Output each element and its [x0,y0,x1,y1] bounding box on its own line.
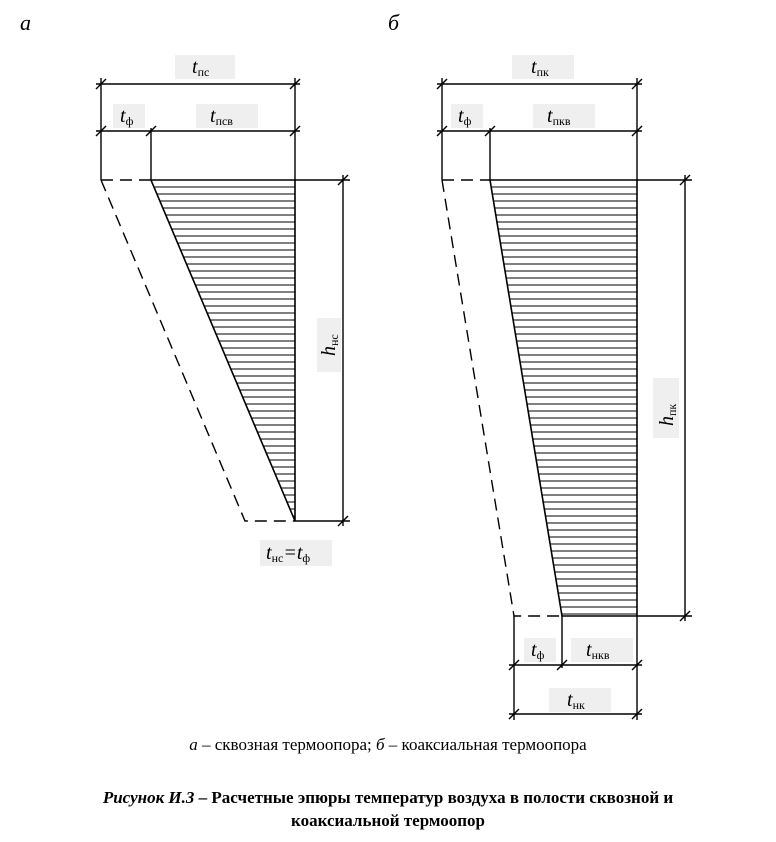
label-b-t-pkv: tпкв [547,105,571,128]
hatch-a [154,186,295,517]
panel-letter-a: а [20,10,31,35]
caption-a-text: – сквозная термоопора; [197,735,376,754]
panel-letter-b: б [388,10,400,35]
figure-caption: а – сквозная термоопора; б – коаксиальна… [0,735,776,755]
figure-title-line2: коаксиальной термоопор [291,811,485,830]
label-a-t-ps: tпс [192,56,209,79]
caption-b-letter: б [375,735,385,754]
figure-title-text1: – Расчетные эпюры температур воздуха в п… [194,788,674,807]
label-b-t-nk: tнк [567,689,585,712]
label-b-t-f-bottom: tф [531,639,545,662]
label-a-t-psv: tпсв [210,105,233,128]
caption-a-letter: а [189,735,198,754]
label-a-t-f: tф [120,105,134,128]
hatch-b [491,186,637,615]
label-b-t-nkv: tнкв [586,639,610,662]
label-b-h-pk: hпк [656,404,679,426]
label-b-t-pk: tпк [531,56,549,79]
label-a-h-ns: hнс [318,334,341,356]
caption-b-text: – коаксиальная термоопора [384,735,587,754]
figure-title: Рисунок И.3 – Расчетные эпюры температур… [0,786,776,832]
dashed-outline-a [100,179,295,522]
epure-triangle-a [149,179,296,522]
label-b-t-f: tф [458,105,472,128]
dashed-outline-b [441,179,562,617]
label-a-t-ns-tf: tнс=tф [266,542,310,565]
figure-title-lead: Рисунок И.3 [102,788,195,807]
figure-title-line1: Рисунок И.3 – Расчетные эпюры температур… [0,786,776,809]
